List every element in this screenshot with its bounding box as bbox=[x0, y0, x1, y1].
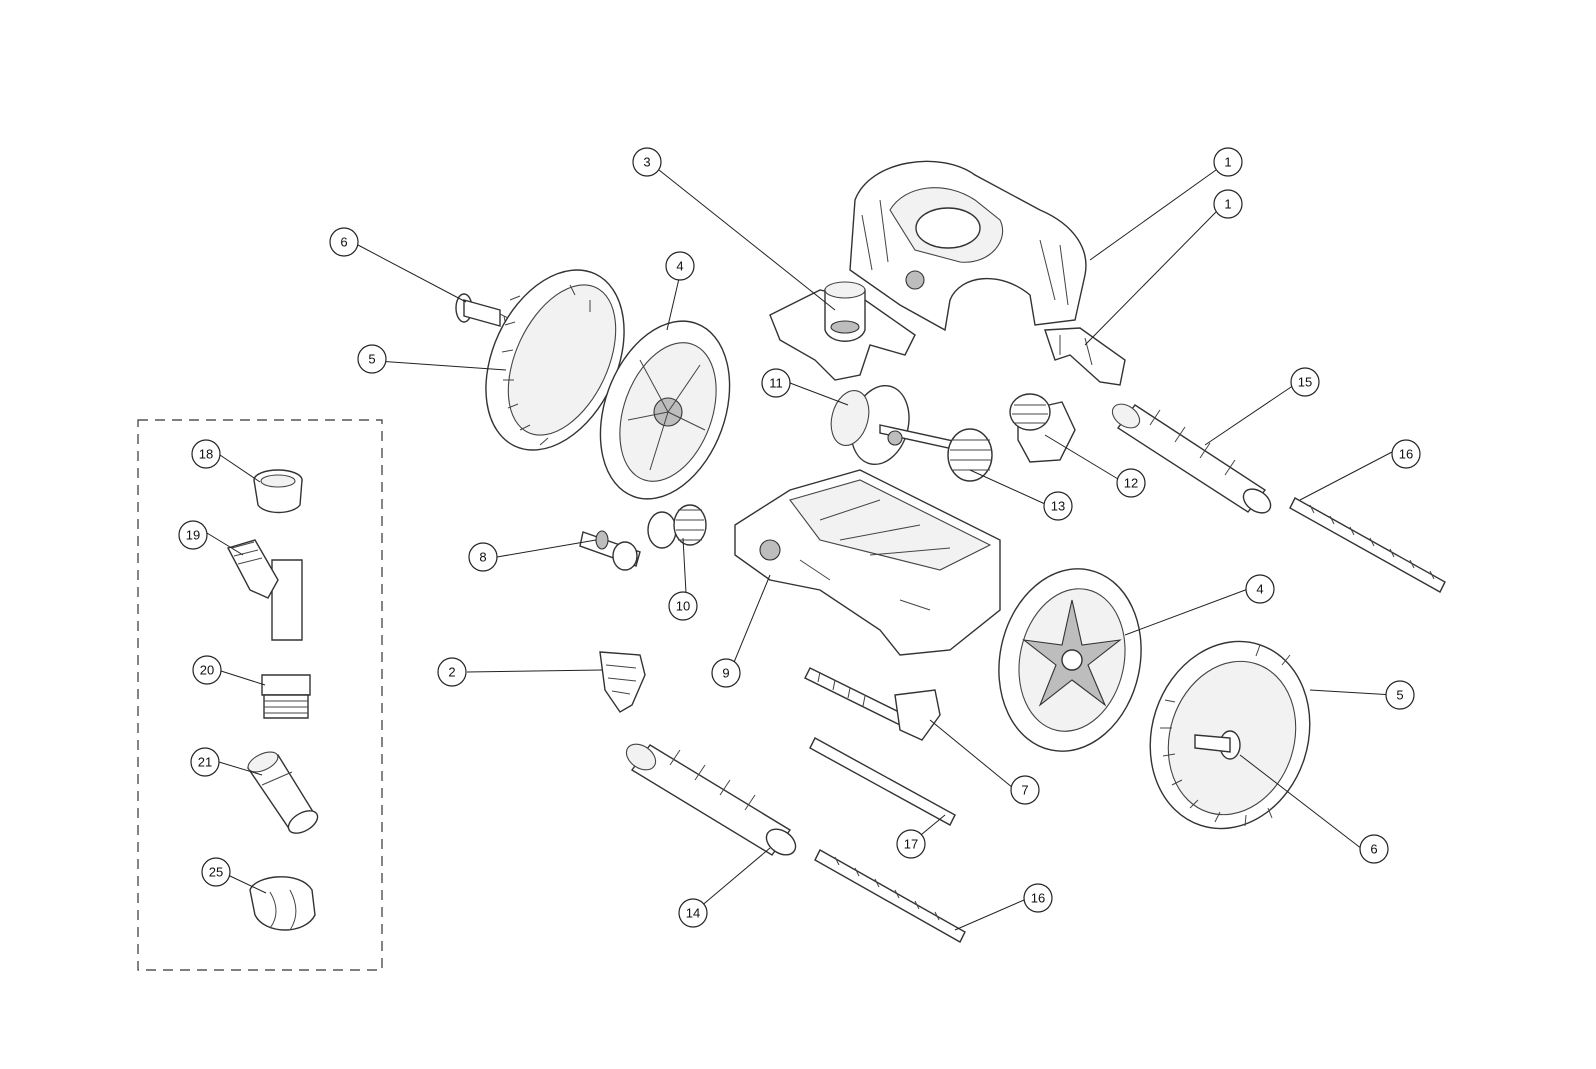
part-drive-gear bbox=[947, 428, 993, 482]
part-gear-plate bbox=[1009, 393, 1076, 463]
callout-16-lower: 16 bbox=[1023, 883, 1053, 913]
callout-19: 19 bbox=[178, 520, 208, 550]
callout-18: 18 bbox=[191, 439, 221, 469]
part-roller-axle-upper bbox=[1289, 497, 1446, 593]
svg-text:4: 4 bbox=[676, 259, 683, 274]
callout-7: 7 bbox=[1010, 775, 1040, 805]
callout-15: 15 bbox=[1290, 367, 1320, 397]
callout-13: 13 bbox=[1043, 491, 1073, 521]
svg-text:6: 6 bbox=[1370, 842, 1377, 857]
part-roller-sleeve-lower bbox=[625, 743, 797, 856]
part-wheel-right bbox=[998, 568, 1142, 752]
part-small-clip bbox=[599, 651, 646, 713]
callout-6-left: 6 bbox=[329, 227, 359, 257]
svg-text:18: 18 bbox=[199, 447, 213, 462]
part-drive-shaft bbox=[804, 667, 941, 741]
callout-1-top: 1 bbox=[1213, 147, 1243, 177]
svg-text:19: 19 bbox=[186, 528, 200, 543]
part-bumper-strip bbox=[809, 737, 956, 826]
callout-1-clip: 1 bbox=[1213, 189, 1243, 219]
svg-text:9: 9 bbox=[722, 666, 729, 681]
part-hose-ring bbox=[253, 469, 303, 514]
svg-text:7: 7 bbox=[1021, 783, 1028, 798]
svg-text:5: 5 bbox=[368, 352, 375, 367]
part-hose-cap bbox=[249, 876, 316, 931]
part-hose-cuff bbox=[246, 751, 319, 834]
svg-text:6: 6 bbox=[340, 235, 347, 250]
accessory-kit-box bbox=[137, 419, 383, 971]
part-elbow-connector bbox=[226, 539, 303, 641]
svg-text:2: 2 bbox=[448, 665, 455, 680]
callout-14: 14 bbox=[678, 898, 708, 928]
svg-text:4: 4 bbox=[1256, 582, 1263, 597]
part-gear-shaft bbox=[579, 530, 641, 571]
callout-4-right: 4 bbox=[1245, 574, 1275, 604]
callout-25: 25 bbox=[201, 857, 231, 887]
callout-9: 9 bbox=[711, 658, 741, 688]
callout-5-left: 5 bbox=[357, 344, 387, 374]
callout-5-right: 5 bbox=[1385, 680, 1415, 710]
svg-text:16: 16 bbox=[1031, 891, 1045, 906]
part-threaded-adapter bbox=[261, 674, 311, 719]
callout-4-left: 4 bbox=[665, 251, 695, 281]
svg-text:10: 10 bbox=[676, 599, 690, 614]
svg-text:8: 8 bbox=[479, 550, 486, 565]
callout-8: 8 bbox=[468, 542, 498, 572]
svg-text:20: 20 bbox=[200, 663, 214, 678]
part-cover-clip bbox=[1044, 327, 1126, 386]
svg-text:14: 14 bbox=[686, 906, 700, 921]
part-top-cover bbox=[849, 160, 1087, 332]
callout-16-upper: 16 bbox=[1391, 439, 1421, 469]
part-chassis bbox=[734, 469, 1001, 656]
svg-text:1: 1 bbox=[1224, 155, 1231, 170]
part-axle-pin-left bbox=[455, 293, 513, 329]
callout-10: 10 bbox=[668, 591, 698, 621]
part-double-gear bbox=[647, 504, 707, 549]
part-wheel-left bbox=[599, 320, 731, 500]
svg-text:11: 11 bbox=[769, 376, 783, 391]
callout-20: 20 bbox=[192, 655, 222, 685]
part-roller-axle-lower bbox=[814, 849, 966, 943]
callout-17: 17 bbox=[896, 829, 926, 859]
callout-12: 12 bbox=[1116, 468, 1146, 498]
leader-lines bbox=[206, 169, 1395, 931]
svg-text:16: 16 bbox=[1399, 447, 1413, 462]
part-intake-nozzle bbox=[769, 281, 916, 381]
svg-text:15: 15 bbox=[1298, 375, 1312, 390]
svg-text:5: 5 bbox=[1396, 688, 1403, 703]
svg-text:21: 21 bbox=[198, 755, 212, 770]
svg-text:17: 17 bbox=[904, 837, 918, 852]
callout-2: 2 bbox=[437, 657, 467, 687]
svg-text:12: 12 bbox=[1124, 476, 1138, 491]
part-tire-left bbox=[485, 269, 625, 451]
svg-text:25: 25 bbox=[209, 865, 223, 880]
svg-text:3: 3 bbox=[643, 155, 650, 170]
svg-text:1: 1 bbox=[1224, 197, 1231, 212]
callout-6-right: 6 bbox=[1359, 834, 1389, 864]
callout-3: 3 bbox=[632, 147, 662, 177]
part-roller-sleeve-upper bbox=[1111, 403, 1272, 514]
part-axle-pin-right bbox=[1194, 730, 1241, 760]
callout-11: 11 bbox=[761, 368, 791, 398]
svg-text:13: 13 bbox=[1051, 499, 1065, 514]
callout-21: 21 bbox=[190, 747, 220, 777]
